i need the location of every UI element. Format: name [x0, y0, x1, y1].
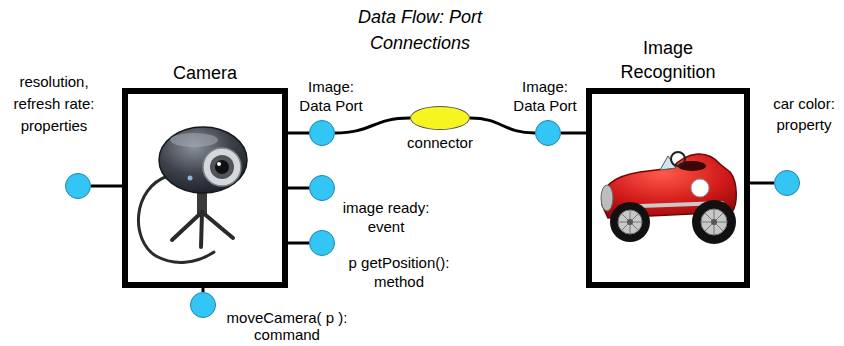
port-circle: car color: property — [774, 170, 800, 196]
port-link — [288, 187, 309, 190]
port-label: Image: Data Port — [507, 77, 583, 115]
component-heading: Camera — [122, 62, 288, 84]
port-label: image ready: event — [336, 198, 436, 236]
data-flow-curve — [470, 118, 535, 133]
component-heading: Image Recognition — [593, 36, 743, 84]
port-label: moveCamera( p ): command — [219, 309, 355, 343]
port-label: resolution, refresh rate: properties — [4, 71, 104, 137]
port-circle: Image: Data Port — [535, 120, 561, 146]
port-circle: resolution, refresh rate: properties — [65, 173, 91, 199]
connector-label: connector — [395, 133, 485, 152]
diagram-title: Data Flow: Port Connections — [335, 4, 505, 56]
data-flow-curve — [335, 118, 410, 133]
port-circle: moveCamera( p ): command — [190, 292, 216, 318]
port-label: p getPosition(): method — [337, 253, 461, 291]
webcam-picture — [138, 127, 247, 262]
connector-ellipse: connector — [410, 106, 470, 130]
port-link — [561, 132, 586, 135]
port-circle: Image: Data Port — [309, 120, 335, 146]
port-circle: p getPosition(): method — [309, 230, 335, 256]
component-box: Camera — [122, 88, 288, 288]
race-car-picture — [601, 152, 736, 244]
port-circle: image ready: event — [309, 175, 335, 201]
port-link — [750, 182, 774, 185]
port-label: Image: Data Port — [293, 77, 369, 115]
port-label: car color: property — [764, 93, 844, 135]
port-link — [288, 242, 309, 245]
port-link — [288, 132, 309, 135]
component-box: Image Recognition — [586, 88, 750, 288]
port-link — [91, 185, 122, 188]
